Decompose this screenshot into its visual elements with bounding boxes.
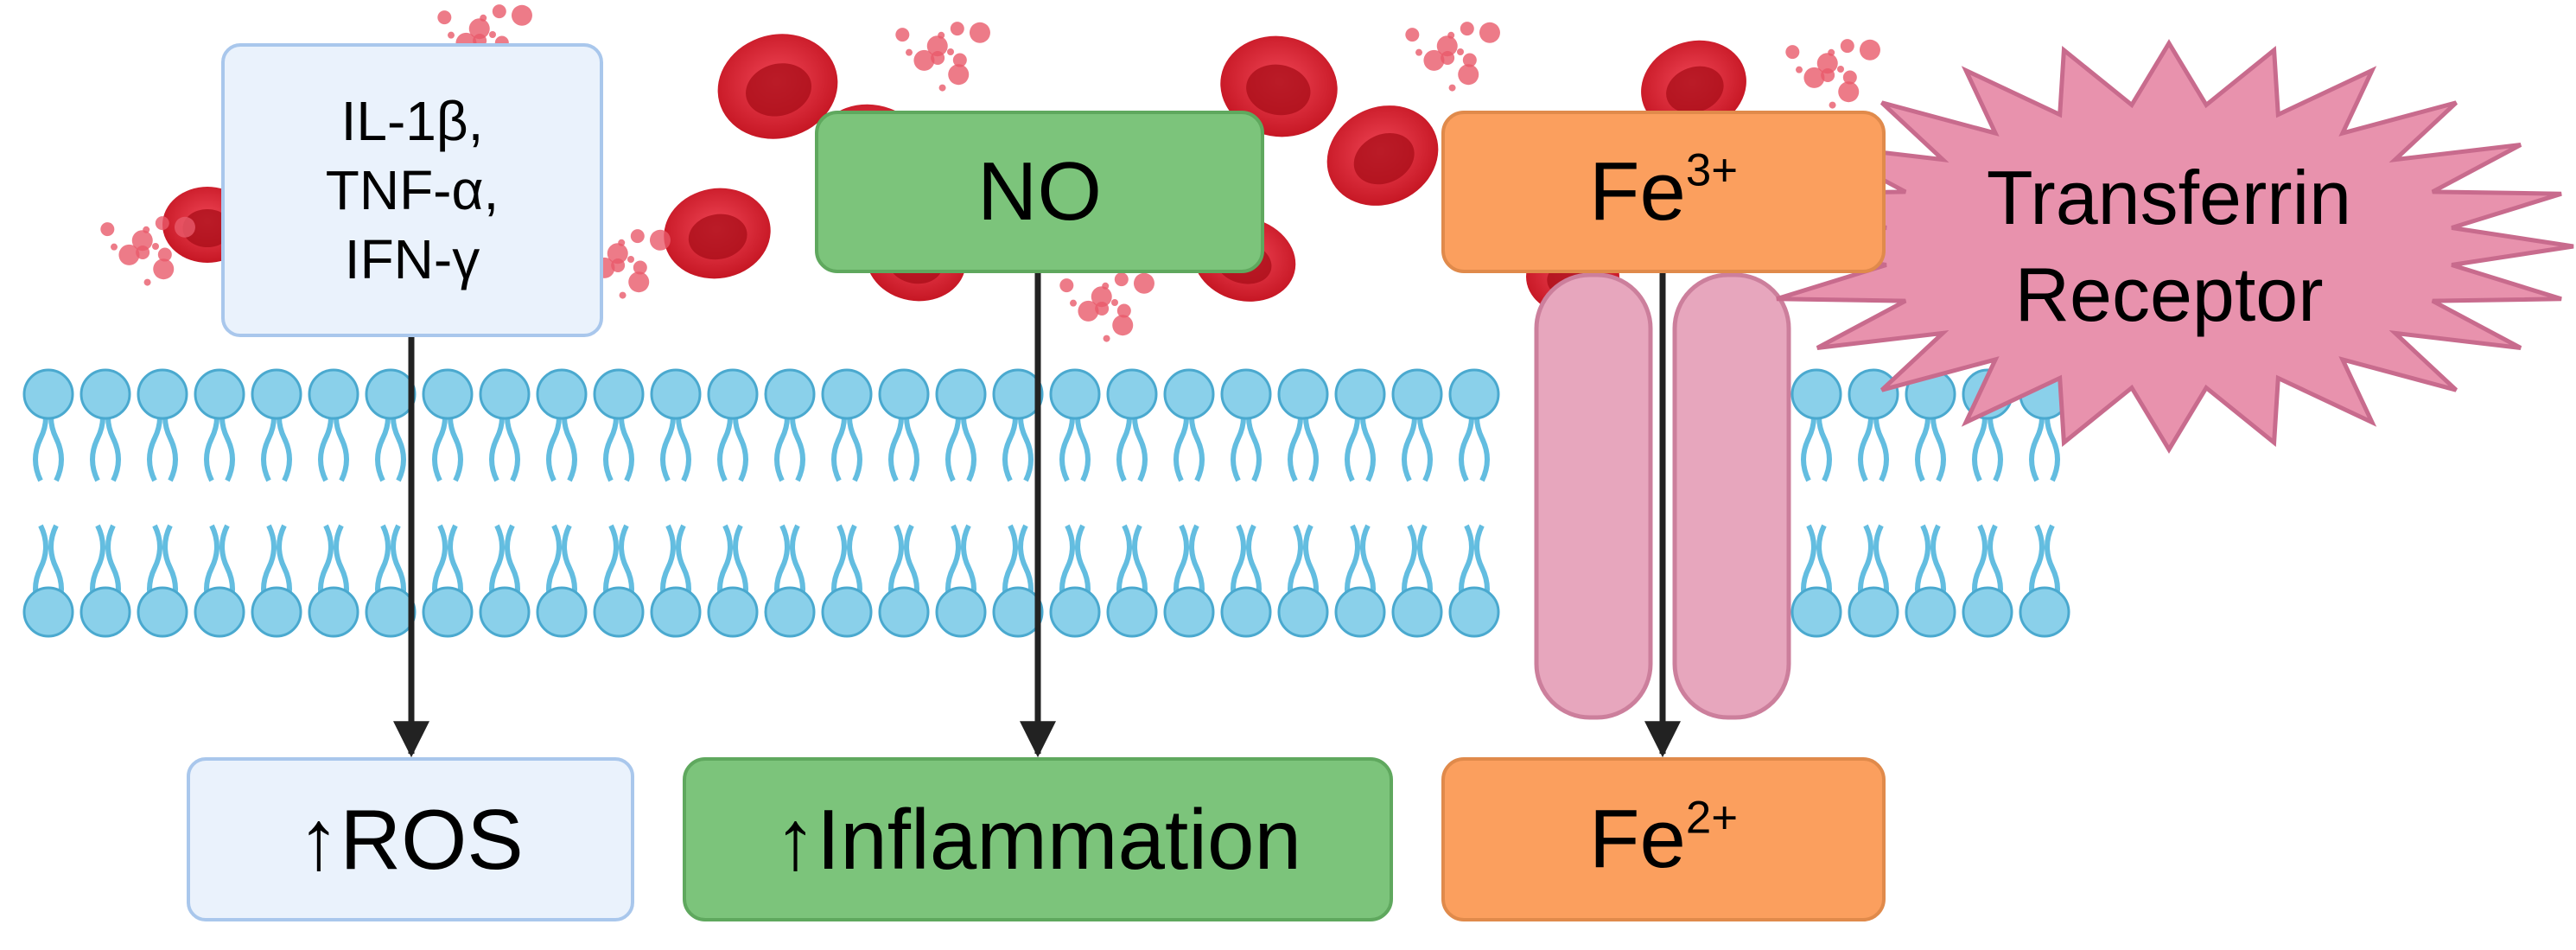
phospholipid: [308, 368, 359, 638]
red-blood-cell: [717, 34, 838, 139]
red-blood-cell: [664, 188, 771, 279]
phospholipid: [422, 368, 474, 638]
phospholipid: [878, 368, 930, 638]
nitric-oxide-box: NO: [815, 111, 1264, 273]
ferric-iron-box: Fe3+: [1441, 111, 1886, 273]
phospholipid: [992, 368, 1044, 638]
blood-splatter: [100, 216, 195, 286]
phospholipid: [251, 368, 302, 638]
transferrin-receptor: [1534, 272, 1791, 720]
phospholipid: [2019, 368, 2070, 638]
receptor-label-line2: Receptor: [2014, 252, 2324, 337]
phospholipid: [1049, 368, 1101, 638]
phospholipid: [1163, 368, 1215, 638]
phospholipid: [1790, 368, 1842, 638]
phospholipid: [137, 368, 188, 638]
phospholipid: [22, 368, 74, 638]
blood-splatter: [1785, 39, 1880, 109]
red-blood-cell: [1641, 40, 1746, 133]
blood-splatter: [1059, 272, 1154, 342]
ros-box: ↑ROS: [187, 757, 634, 921]
phospholipid: [479, 368, 531, 638]
phospholipid: [1106, 368, 1158, 638]
phospholipid: [80, 368, 131, 638]
ferrous-iron-label: Fe2+: [1588, 792, 1739, 885]
phospholipid: [707, 368, 759, 638]
receptor-label-line1: Transferrin: [1986, 155, 2352, 240]
cytokine-tnfa: TNF-α,: [325, 159, 499, 221]
inflammation-label: ↑Inflammation: [773, 791, 1301, 887]
phospholipid: [1848, 368, 1899, 638]
inflammation-box: ↑Inflammation: [683, 757, 1393, 921]
phospholipid: [1334, 368, 1386, 638]
receptor-subunit-right: [1672, 272, 1791, 720]
cytokine-il1b: IL-1β,: [340, 90, 484, 152]
cytokine-ifng: IFN-γ: [344, 228, 480, 290]
ferrous-iron-box: Fe2+: [1441, 757, 1886, 921]
phospholipid: [650, 368, 702, 638]
phospholipid: [1448, 368, 1500, 638]
red-blood-cell: [1326, 105, 1439, 206]
phospholipid: [1905, 368, 1956, 638]
phospholipid: [194, 368, 245, 638]
ros-label: ↑ROS: [297, 791, 524, 887]
phospholipid: [821, 368, 873, 638]
phospholipid: [1391, 368, 1443, 638]
blood-splatter: [1405, 22, 1500, 92]
cytokines-box: IL-1β, TNF-α, IFN-γ: [221, 43, 603, 337]
phospholipid: [536, 368, 588, 638]
phospholipid: [1277, 368, 1329, 638]
phospholipid: [935, 368, 987, 638]
receptor-subunit-left: [1534, 272, 1653, 720]
blood-splatter: [895, 22, 990, 92]
transferrin-receptor-label: Transferrin Receptor: [1867, 147, 2471, 346]
ferric-iron-label: Fe3+: [1588, 144, 1739, 238]
phospholipid: [764, 368, 816, 638]
arrows: [393, 273, 1681, 758]
cell-membrane: [22, 368, 2070, 638]
phospholipid: [365, 368, 417, 638]
phospholipid: [593, 368, 645, 638]
phospholipid: [1220, 368, 1272, 638]
nitric-oxide-label: NO: [977, 145, 1102, 238]
